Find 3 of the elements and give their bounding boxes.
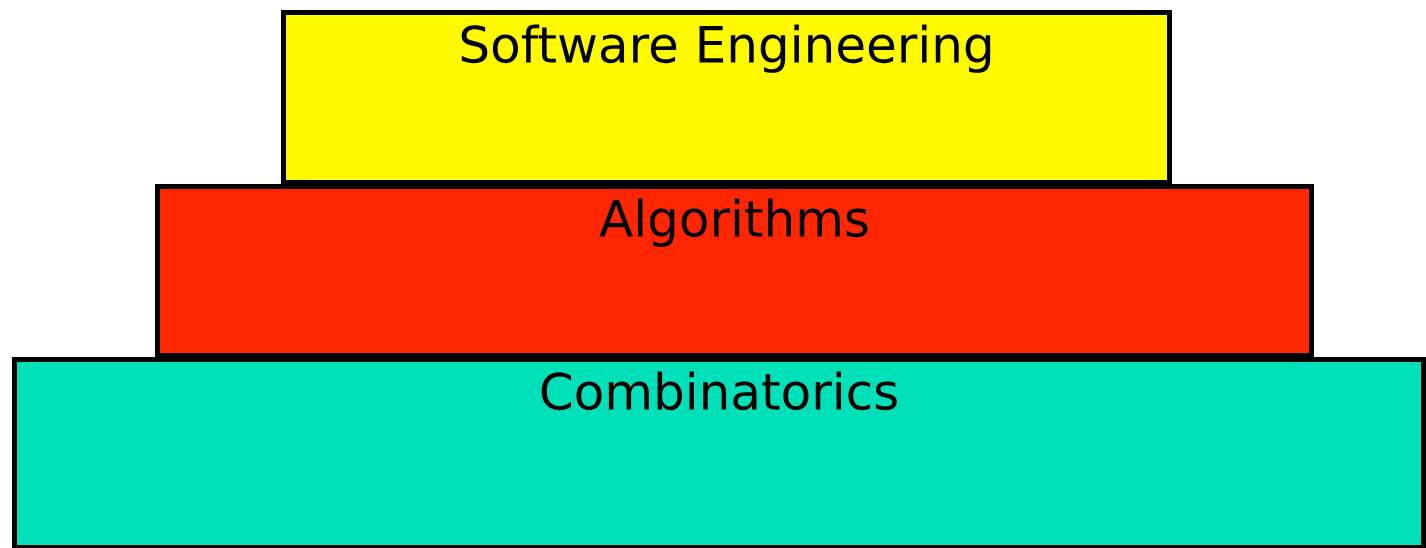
layer-box: Software Engineering (281, 10, 1172, 185)
layer-box: Combinatorics (12, 357, 1426, 548)
layer-box: Algorithms (155, 184, 1314, 358)
